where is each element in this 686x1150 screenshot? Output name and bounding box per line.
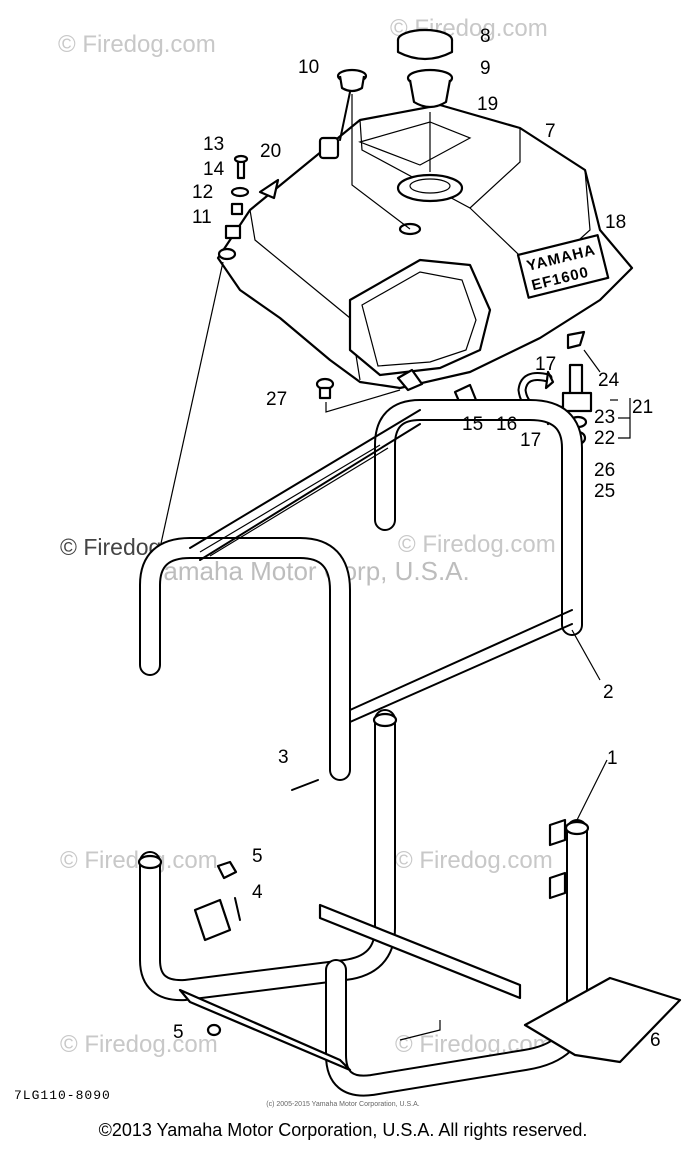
callout-26: 26 bbox=[594, 460, 615, 481]
bracket-screw bbox=[315, 368, 424, 413]
callout-7: 7 bbox=[545, 121, 556, 142]
watermark-corp: Yamaha Motor Corp, U.S.A. bbox=[148, 556, 470, 586]
fuel-tank: YAMAHA EF1600 bbox=[216, 103, 634, 390]
watermark-text: © Firedog.com bbox=[60, 1031, 218, 1058]
callout-11: 11 bbox=[192, 207, 212, 228]
leader-line bbox=[571, 629, 601, 681]
callout-labels: 1 2 3 4 5 5 6 7 8 9 10 11 12 13 14 15 16… bbox=[173, 26, 661, 1051]
callout-19: 19 bbox=[477, 94, 498, 115]
callout-10: 10 bbox=[298, 57, 319, 78]
copyright-footer: ©2013 Yamaha Motor Corporation, U.S.A. A… bbox=[98, 1120, 588, 1140]
nut bbox=[216, 860, 238, 880]
fuel-cap bbox=[396, 28, 454, 61]
callout-4: 4 bbox=[252, 882, 263, 903]
small-copyright: (c) 2005-2015 Yamaha Motor Corporation, … bbox=[266, 1101, 420, 1108]
callout-8: 8 bbox=[480, 26, 491, 47]
watermark-layer: © Firedog.com © Firedog.com © Firedog.co… bbox=[58, 15, 556, 1058]
upper-frame bbox=[139, 399, 583, 781]
callout-12: 12 bbox=[192, 182, 213, 203]
fuel-strainer bbox=[406, 68, 454, 172]
bolt bbox=[234, 897, 241, 921]
callout-20: 20 bbox=[260, 141, 281, 162]
callout-6: 6 bbox=[650, 1030, 661, 1051]
callout-9: 9 bbox=[480, 58, 491, 79]
callout-27: 27 bbox=[266, 389, 287, 410]
callout-22: 22 bbox=[594, 428, 615, 449]
watermark-text: © Firedog.com bbox=[395, 847, 553, 874]
leader-line bbox=[576, 759, 608, 821]
callout-5: 5 bbox=[252, 846, 263, 867]
callout-17: 17 bbox=[535, 354, 556, 375]
lower-frame bbox=[137, 709, 590, 1097]
fuel-gauge bbox=[318, 68, 411, 230]
leader-line bbox=[159, 261, 224, 549]
callout-1: 1 bbox=[607, 748, 618, 769]
callout-16: 16 bbox=[496, 414, 517, 435]
callout-24: 24 bbox=[598, 370, 620, 391]
callout-2: 2 bbox=[603, 682, 614, 703]
callout-14: 14 bbox=[203, 159, 225, 180]
watermark-text: © Firedog.com bbox=[398, 531, 556, 558]
tank-logo: YAMAHA EF1600 bbox=[516, 234, 610, 299]
callout-18: 18 bbox=[605, 212, 626, 233]
callout-3: 3 bbox=[278, 747, 289, 768]
fasteners-group bbox=[224, 154, 280, 240]
callout-15: 15 bbox=[462, 414, 483, 435]
callout-5b: 5 bbox=[173, 1022, 184, 1043]
callout-23: 23 bbox=[594, 407, 615, 428]
callout-13: 13 bbox=[203, 134, 224, 155]
diagram-part-number: 7LG110-8090 bbox=[14, 1088, 111, 1103]
pin bbox=[291, 779, 319, 791]
callout-21: 21 bbox=[632, 397, 653, 418]
callout-25: 25 bbox=[594, 481, 615, 502]
callout-17b: 17 bbox=[520, 430, 541, 451]
nut bbox=[206, 1023, 222, 1037]
cover-plate bbox=[523, 976, 682, 1064]
watermark-text: © Firedog.com bbox=[58, 31, 216, 58]
